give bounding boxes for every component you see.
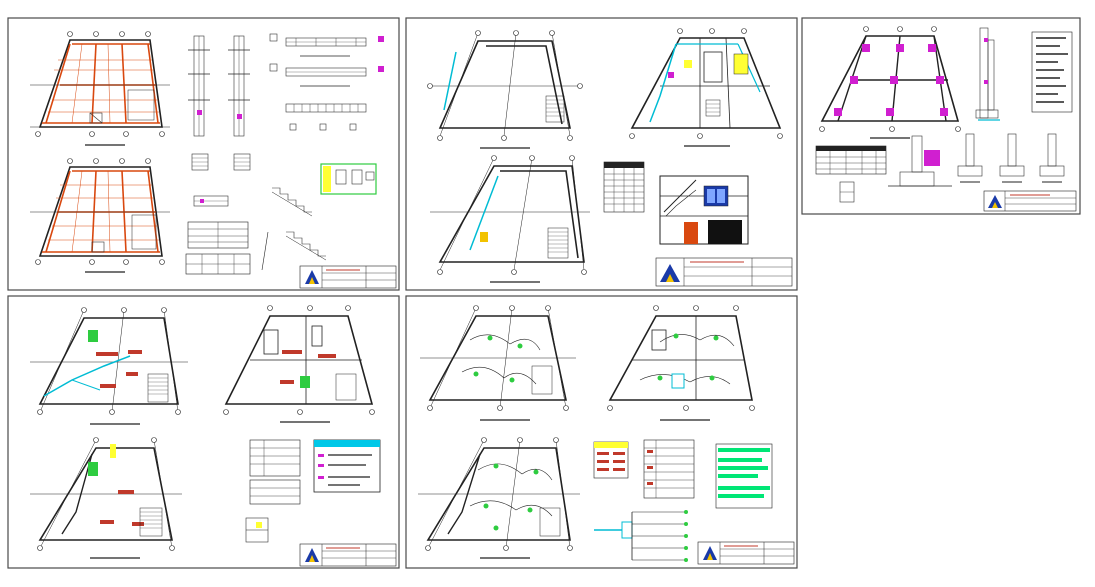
column-sections — [188, 35, 251, 171]
floor-plan-1 — [427, 30, 583, 149]
sheet-border — [405, 17, 798, 291]
electrical-plan-2 — [607, 305, 755, 421]
legend-table — [185, 221, 251, 275]
sheet-border — [405, 295, 798, 569]
notes-block — [1031, 31, 1073, 113]
framing-plan-lower — [30, 158, 170, 273]
sheet-border — [7, 295, 400, 569]
title-block — [697, 541, 795, 565]
title-block — [299, 265, 397, 289]
stair-detail — [261, 187, 327, 271]
plumbing-plan-3 — [30, 437, 182, 559]
detail-panel-green — [320, 163, 377, 195]
sheet-electrical — [405, 295, 798, 569]
legend-panels — [245, 439, 381, 543]
title-block — [983, 190, 1077, 212]
electrical-plan-1 — [420, 305, 576, 421]
plumbing-plan-1 — [30, 307, 188, 425]
footing-details — [888, 133, 1065, 187]
single-line-diagram — [594, 510, 688, 562]
floor-plan-2 — [629, 28, 783, 147]
sheet-sanitary — [7, 295, 400, 569]
beam-details — [269, 33, 384, 131]
title-block — [299, 543, 397, 567]
floor-plan-3 — [430, 155, 590, 283]
facade-elevation — [659, 175, 749, 245]
title-block — [655, 257, 793, 287]
plumbing-plan-2 — [223, 305, 375, 423]
sheet-foundation — [801, 17, 1081, 215]
legend-panels — [593, 439, 773, 509]
wall-section — [975, 27, 1000, 121]
foundation-plan — [819, 26, 961, 139]
finishes-table — [603, 161, 645, 213]
schedule-table — [815, 145, 887, 203]
electrical-plan-3 — [418, 437, 580, 559]
framing-plan-upper — [30, 31, 170, 146]
sheet-structural — [7, 17, 400, 291]
sheet-architecture — [405, 17, 798, 291]
